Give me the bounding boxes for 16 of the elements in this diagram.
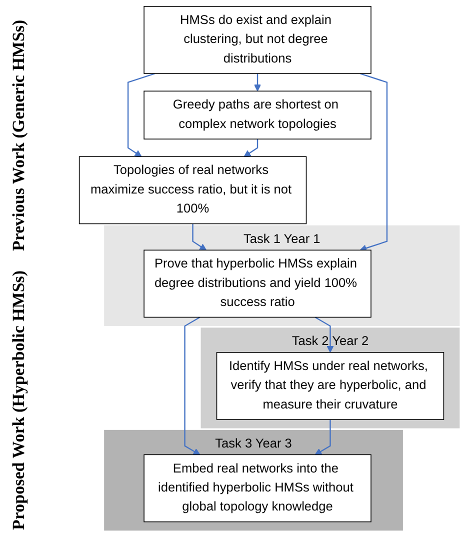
node-box: Topologies of real networks maximize success ratio, but it is not 100% xyxy=(78,156,307,224)
arrow xyxy=(254,74,262,92)
section-label: Proposed Work (Hyperbolic HMSs) xyxy=(8,270,29,530)
node-box: Embed real networks into the identified hyperbolic HMSs without global topology knowledge xyxy=(144,454,372,522)
arrow xyxy=(360,72,388,252)
arrow xyxy=(192,224,207,250)
node-box: Identify HMSs under real networks, verify that they are hyperbolic, and measure their cruvature xyxy=(216,352,444,420)
node-box: HMSs do exist and explain clustering, but not degree distributions xyxy=(144,6,372,74)
node-box: Greedy paths are shortest on complex network topologies xyxy=(144,90,372,140)
arrow xyxy=(244,139,258,157)
node-box: Prove that hyperbolic HMSs explain degree distributions and yield 100% success ratio xyxy=(144,250,372,318)
arrow xyxy=(314,420,331,455)
arrow xyxy=(314,316,334,353)
section-label: Previous Work (Generic HMSs) xyxy=(8,18,29,253)
arrow xyxy=(184,316,200,455)
arrow xyxy=(127,72,156,157)
